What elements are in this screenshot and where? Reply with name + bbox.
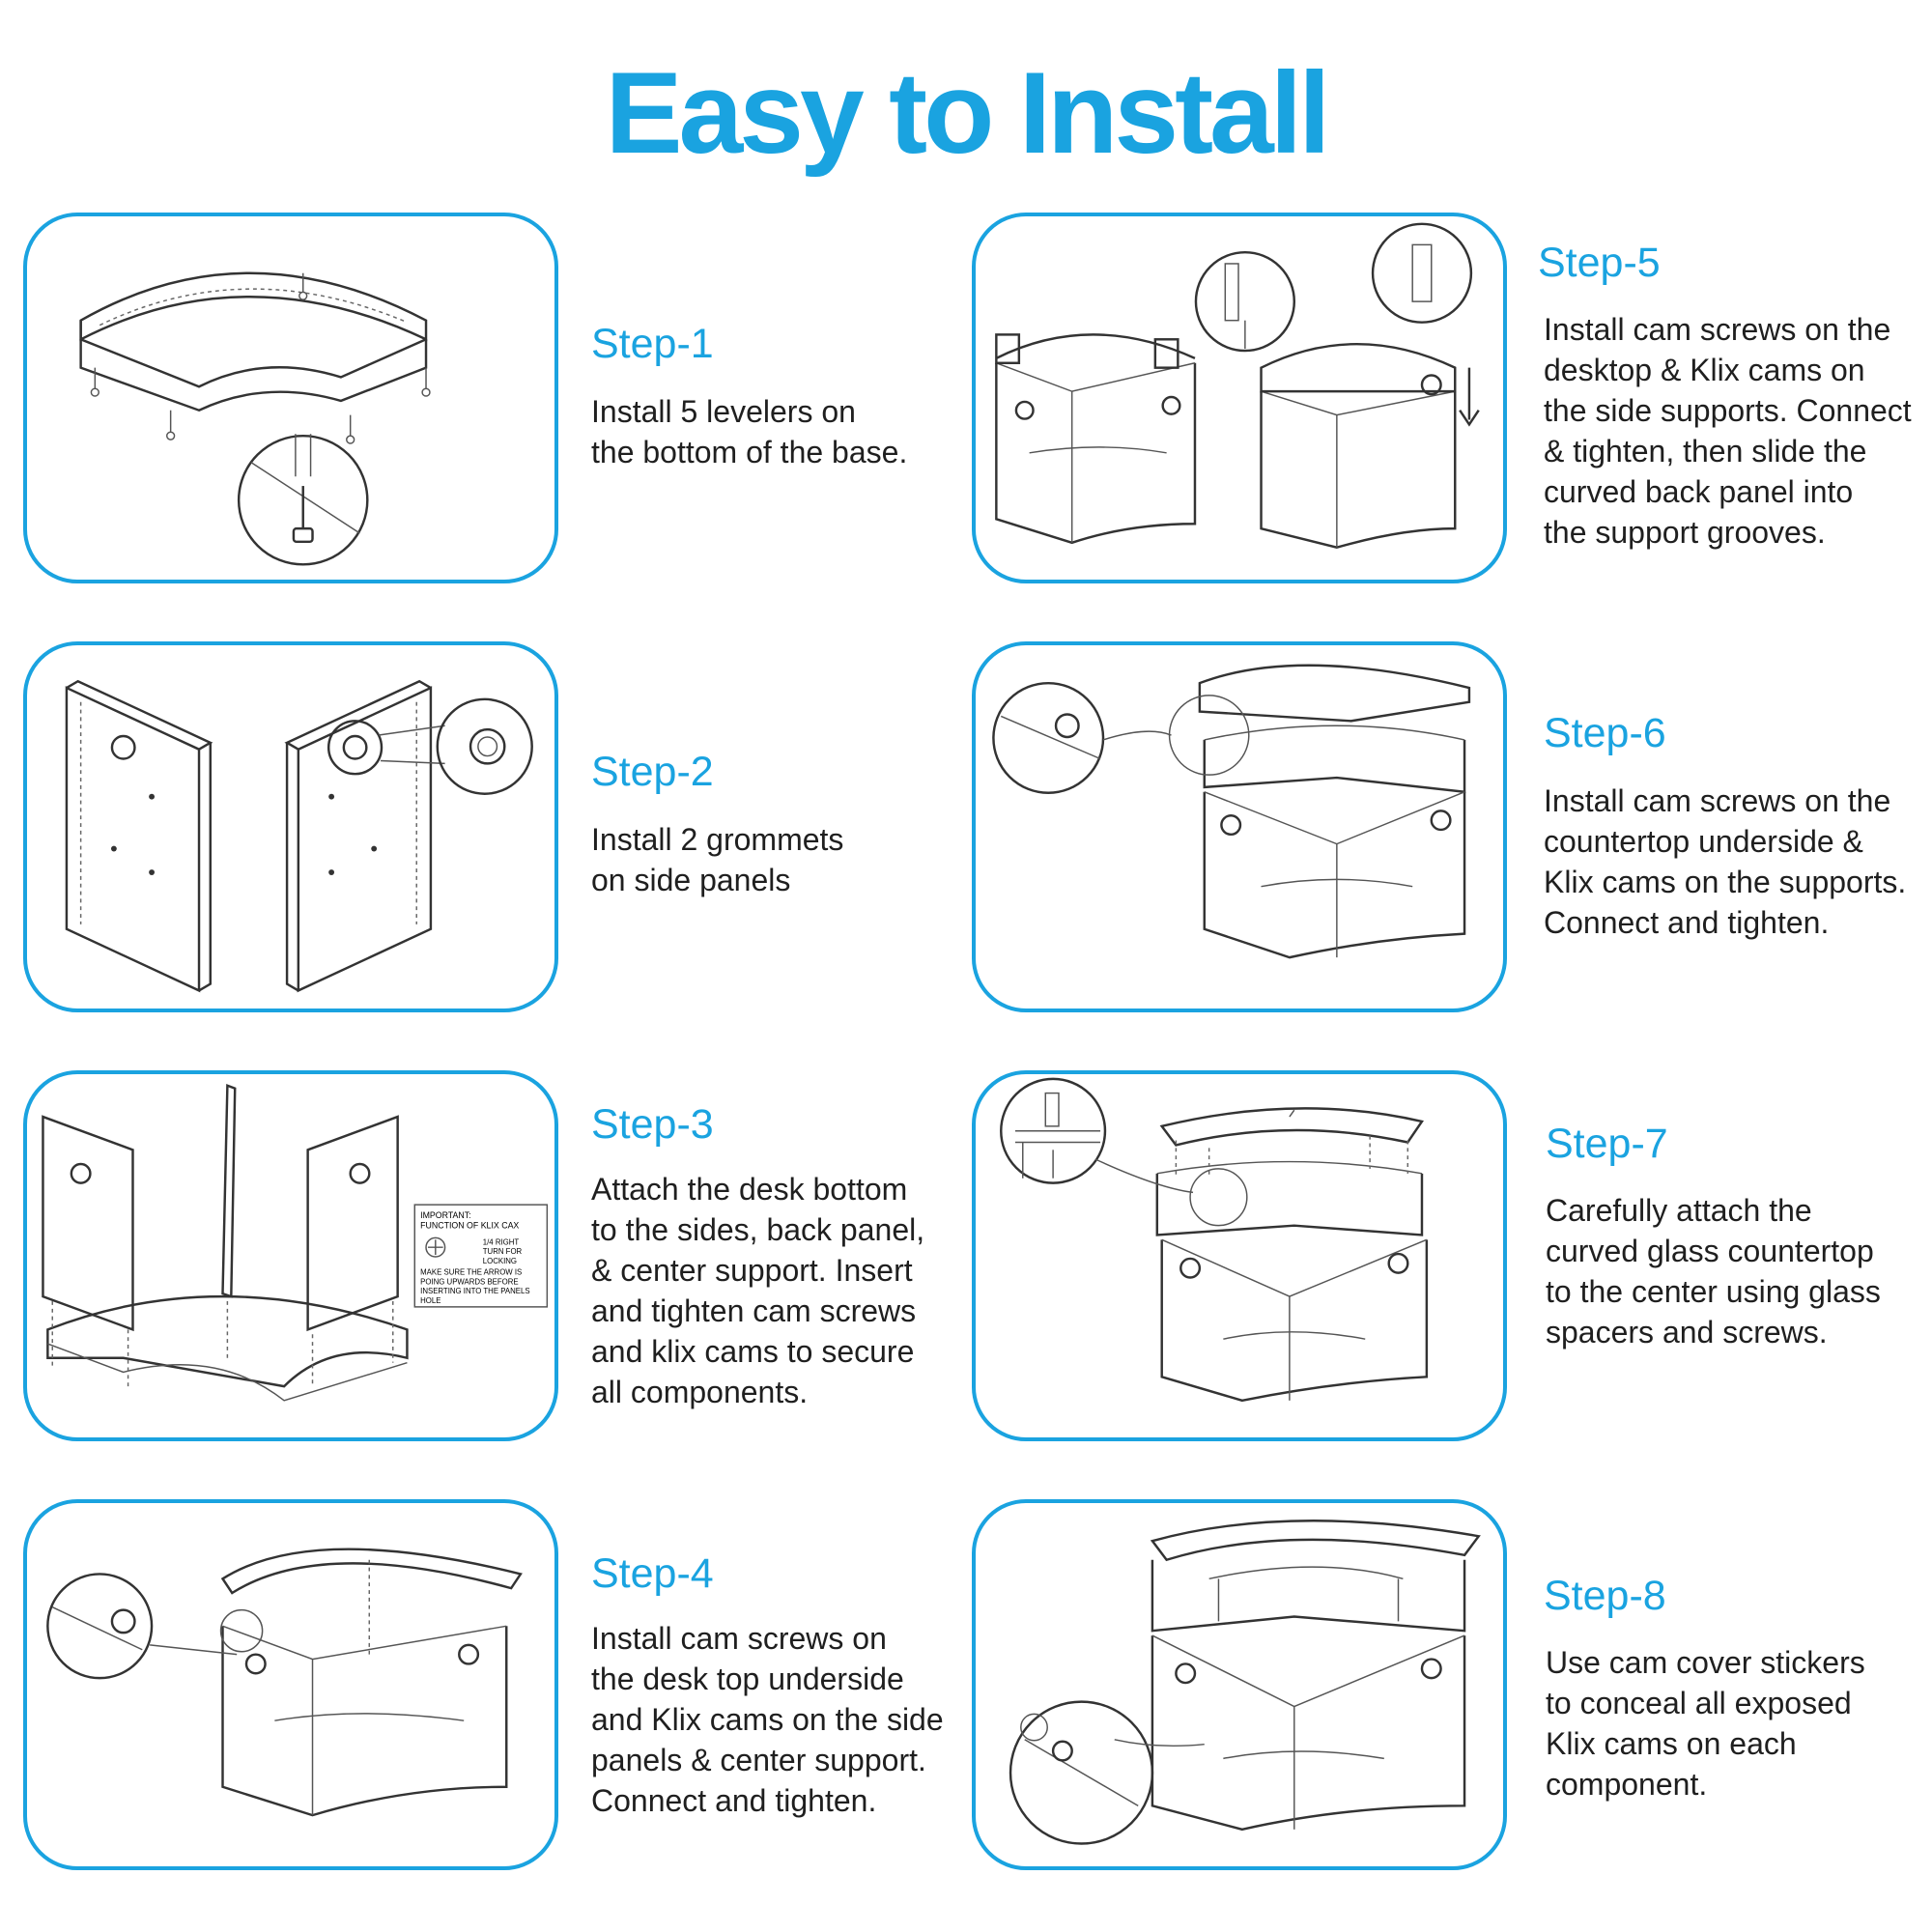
- step-1-title: Step-1: [591, 321, 714, 367]
- step-2-illustration: [23, 641, 558, 1012]
- step-7-text: Carefully attach the curved glass counte…: [1546, 1193, 1881, 1350]
- step-7-title: Step-7: [1546, 1121, 1668, 1167]
- notice-line-9: HOLE: [420, 1296, 440, 1305]
- step-2-text: Install 2 grommets on side panels: [591, 822, 844, 897]
- step-6-text: Install cam screws on the countertop und…: [1544, 783, 1907, 940]
- step-4-illustration: [23, 1499, 558, 1870]
- step-3-text: Attach the desk bottom to the sides, bac…: [591, 1172, 925, 1409]
- step-5-title: Step-5: [1538, 240, 1661, 286]
- notice-line-7: POING UPWARDS BEFORE: [420, 1277, 518, 1286]
- step-1-text: Install 5 levelers on the bottom of the …: [591, 394, 908, 469]
- notice-line-1: IMPORTANT:: [420, 1210, 470, 1220]
- notice-line-8: INSERTING INTO THE PANELS: [420, 1287, 529, 1295]
- step-8-text: Use cam cover stickers to conceal all ex…: [1546, 1645, 1865, 1802]
- step-6-title: Step-6: [1544, 710, 1666, 756]
- step-6-illustration: [972, 641, 1507, 1012]
- step-4-title: Step-4: [591, 1550, 714, 1597]
- step-3-illustration: IMPORTANT: FUNCTION OF KLIX CAX 1/4 RIGH…: [23, 1070, 558, 1441]
- step-5-text: Install cam screws on the desktop & Klix…: [1544, 312, 1912, 550]
- page-title: Easy to Install: [605, 48, 1331, 178]
- notice-line-2: FUNCTION OF KLIX CAX: [420, 1221, 519, 1231]
- step-8-illustration: [972, 1499, 1507, 1870]
- step-1-illustration: [23, 213, 558, 583]
- step-8-title: Step-8: [1544, 1573, 1666, 1619]
- notice-line-4: TURN FOR: [483, 1247, 523, 1256]
- step-7-illustration: [972, 1070, 1507, 1441]
- step-4-text: Install cam screws on the desk top under…: [591, 1621, 944, 1818]
- notice-line-6: MAKE SURE THE ARROW IS: [420, 1268, 522, 1277]
- notice-line-5: LOCKING: [483, 1257, 517, 1265]
- step-3-title: Step-3: [591, 1101, 714, 1148]
- notice-line-3: 1/4 RIGHT: [483, 1237, 520, 1246]
- step-5-illustration: [972, 213, 1507, 583]
- step-2-title: Step-2: [591, 749, 714, 795]
